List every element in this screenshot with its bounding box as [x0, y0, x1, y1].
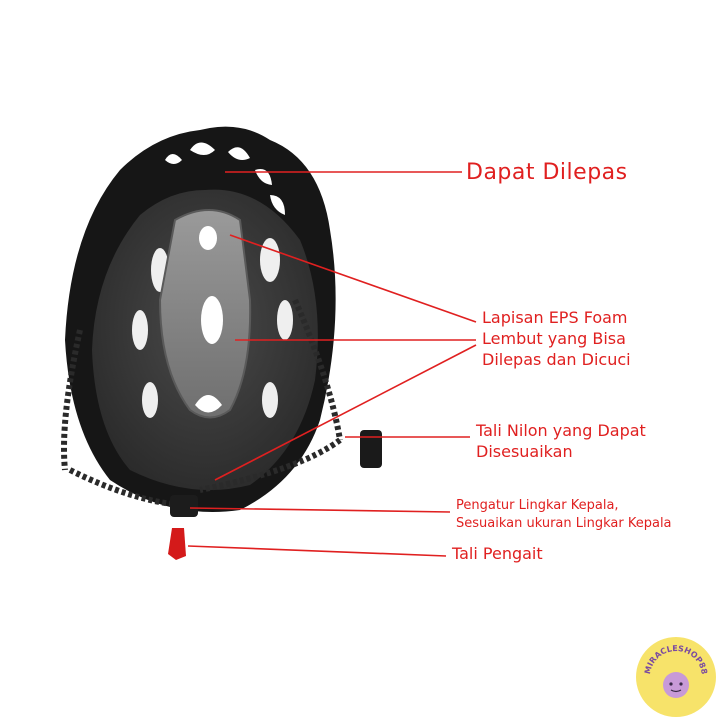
red-clip	[168, 528, 186, 560]
label-clip-strap: Tali Pengait	[452, 544, 543, 563]
side-vents	[132, 238, 293, 418]
label-line: Lapisan EPS Foam	[482, 308, 628, 327]
label-nylon-strap: Tali Nilon yang Dapat Disesuaikan	[476, 420, 646, 462]
top-vents	[165, 142, 285, 215]
nylon-straps	[61, 298, 343, 508]
label-line: Tali Nilon yang Dapat	[476, 421, 646, 440]
pad-vent	[195, 395, 222, 413]
label-line: Sesuaikan ukuran Lingkar Kepala	[456, 516, 672, 531]
label-head-adjuster: Pengatur Lingkar Kepala, Sesuaikan ukura…	[456, 497, 672, 533]
label-eps-foam: Lapisan EPS Foam Lembut yang Bisa Dilepa…	[482, 307, 631, 370]
label-line: Lembut yang Bisa	[482, 329, 626, 348]
label-line: Disesuaikan	[476, 442, 573, 461]
label-line: Dilepas dan Dicuci	[482, 350, 631, 369]
pad-vent	[201, 296, 223, 344]
annotation-lines	[187, 171, 477, 557]
pad-vent	[199, 226, 217, 250]
watermark-badge: MIRACLESHOP88	[636, 637, 716, 717]
label-line: Tali Pengait	[452, 544, 543, 563]
watermark-text: MIRACLESHOP88	[643, 644, 709, 675]
svg-text:MIRACLESHOP88: MIRACLESHOP88	[643, 644, 709, 675]
label-line: Pengatur Lingkar Kepala,	[456, 498, 619, 513]
label-line: Dapat Dilepas	[466, 160, 628, 185]
strap-buckle	[360, 430, 382, 468]
watermark-logo: MIRACLESHOP88	[643, 644, 709, 698]
label-removable: Dapat Dilepas	[466, 160, 628, 185]
head-adjuster	[170, 495, 198, 517]
